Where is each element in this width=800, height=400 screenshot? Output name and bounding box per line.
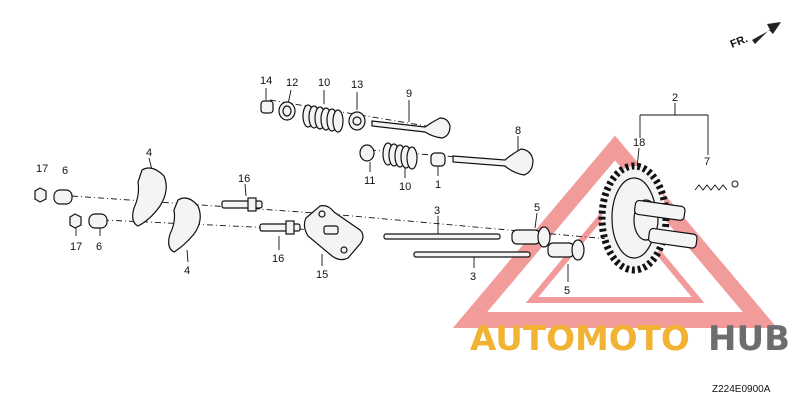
callout-7: 7 <box>704 156 710 168</box>
part-4-rocker-arm-upper <box>132 167 167 227</box>
part-11-valve-cotter <box>359 144 375 162</box>
callout-14: 14 <box>260 75 272 87</box>
callout-13: 13 <box>351 79 363 91</box>
callout-15: 15 <box>316 269 328 281</box>
part-9-intake-valve <box>371 117 451 139</box>
callout-6-lower: 6 <box>96 241 102 253</box>
part-17-adjusting-nut-upper <box>34 187 47 203</box>
callout-9: 9 <box>406 88 412 100</box>
part-4-rocker-arm-lower <box>168 197 201 253</box>
callout-2: 2 <box>672 92 678 104</box>
callout-18: 18 <box>633 137 645 149</box>
part-1-valve-stem-seal <box>430 152 446 167</box>
callout-4-lower: 4 <box>184 265 190 277</box>
callout-16-upper: 16 <box>238 173 250 185</box>
callout-4-upper: 4 <box>146 147 152 159</box>
callout-12: 12 <box>286 77 298 89</box>
front-direction-arrow: FR. <box>729 22 781 51</box>
part-10-valve-spring-intake <box>302 104 344 133</box>
watermark-text-automoto: AUTOMOTO <box>470 319 690 359</box>
callout-10-lower: 10 <box>399 181 411 193</box>
part-16-rocker-stud-lower <box>259 220 301 235</box>
callout-6-upper: 6 <box>62 165 68 177</box>
callout-16-lower: 16 <box>272 253 284 265</box>
callout-8: 8 <box>515 125 521 137</box>
callout-10-top: 10 <box>318 77 330 89</box>
part-6-pivot-upper <box>53 189 73 205</box>
part-3-push-rod-upper <box>383 233 501 240</box>
callout-17-lower: 17 <box>70 241 82 253</box>
callout-1: 1 <box>435 179 441 191</box>
part-17-adjusting-nut-lower <box>69 213 82 229</box>
figure-code: Z224E0900A <box>712 384 771 395</box>
part-15-push-rod-guide-plate <box>303 205 364 261</box>
callout-5-upper: 5 <box>534 202 540 214</box>
part-13-spring-seat <box>348 111 366 131</box>
watermark-logo: AUTOMOTO HUB <box>470 319 790 359</box>
callout-3-lower: 3 <box>470 271 476 283</box>
part-16-rocker-stud-upper <box>221 197 263 212</box>
callout-17-upper: 17 <box>36 163 48 175</box>
part-10-valve-spring-exhaust <box>382 142 418 170</box>
callout-labels: 14 12 10 13 9 8 11 10 1 4 16 17 6 3 5 2 … <box>36 75 710 297</box>
watermark-text-hub: HUB <box>708 319 790 359</box>
part-12-retainer <box>278 101 296 121</box>
part-8-exhaust-valve <box>452 148 534 176</box>
part-18-camshaft-gear <box>598 162 698 274</box>
part-7-decompressor-spring <box>694 180 739 191</box>
callout-3-upper: 3 <box>434 205 440 217</box>
direction-label: FR. <box>729 33 750 51</box>
part-3-push-rod-lower <box>413 251 531 258</box>
part-14-valve-cap <box>260 100 274 114</box>
part-5-tappet-upper <box>511 226 551 248</box>
part-5-tappet-lower <box>547 239 585 261</box>
callout-5-lower: 5 <box>564 285 570 297</box>
callout-11: 11 <box>364 175 375 187</box>
part-6-pivot-lower <box>88 213 108 229</box>
